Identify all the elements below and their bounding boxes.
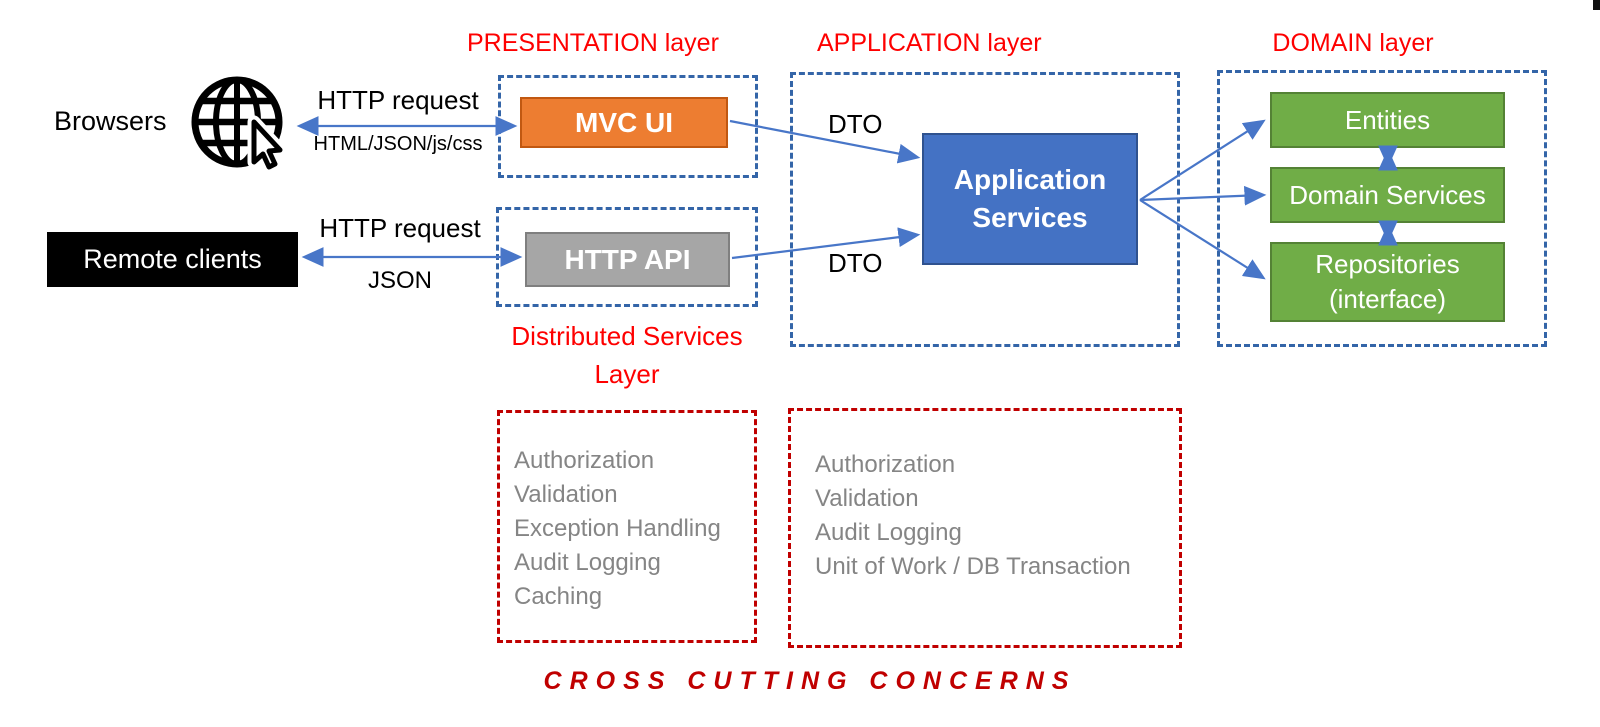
mvc-ui-label: MVC UI [575,106,673,138]
distributed-services-layer-label: Distributed Services Layer [500,317,754,393]
application-concerns-box: Authorization Validation Audit Logging U… [788,408,1182,648]
entities-node: Entities [1270,92,1505,148]
application-services-node: Application Services [922,133,1138,265]
entities-label: Entities [1344,104,1431,135]
concern-item: Unit of Work / DB Transaction [815,553,1131,580]
concern-item: Validation [514,481,618,508]
concern-item: Exception Handling [514,515,721,542]
http-api-label: HTTP API [564,243,691,275]
concern-item: Authorization [514,447,655,474]
application-layer-label: APPLICATION layer [817,29,1042,57]
domain-services-label: Domain Services [1289,179,1486,210]
dto-label-top: DTO [828,109,883,139]
http-request-label-top: HTTP request [317,85,479,115]
domain-layer-label: DOMAIN layer [1272,29,1434,57]
concern-item: Audit Logging [514,549,661,576]
browsers-label: Browsers [54,106,167,136]
json-label: JSON [367,267,432,294]
presentation-layer-label: PRESENTATION layer [467,29,719,57]
application-services-label-line1: Application [953,164,1107,195]
repositories-label-line2: (interface) [1328,284,1447,314]
concern-item: Caching [514,583,603,610]
distributed-services-layer-label-line2: Layer [594,359,660,389]
concern-item: Validation [815,485,919,512]
remote-clients-node: Remote clients [47,232,298,287]
concern-item: Audit Logging [815,519,962,546]
http-request-label-bottom: HTTP request [319,213,481,243]
html-json-js-css-label: HTML/JSON/js/css [313,133,483,155]
concern-item: Authorization [815,451,956,478]
corner-artifact [1593,0,1600,10]
application-services-label-line2: Services [972,202,1088,233]
cross-cutting-concerns-label: CROSS CUTTING CONCERNS [543,667,1077,695]
globe-browser-icon [191,72,291,176]
presentation-concerns-box: Authorization Validation Exception Handl… [497,410,757,643]
domain-services-node: Domain Services [1270,167,1505,223]
remote-clients-label: Remote clients [83,244,262,274]
http-api-node: HTTP API [525,232,730,287]
cursor-arrow [251,119,283,170]
distributed-services-layer-label-line1: Distributed Services [511,321,743,351]
dto-label-bottom: DTO [828,248,883,278]
repositories-label-line1: Repositories [1315,249,1460,279]
mvc-ui-node: MVC UI [520,97,728,148]
repositories-node: Repositories (interface) [1270,242,1505,322]
